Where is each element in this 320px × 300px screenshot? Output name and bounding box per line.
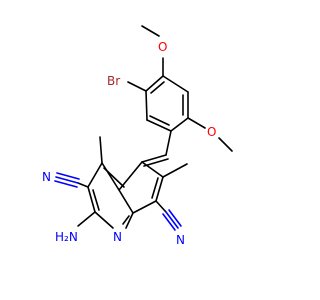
bond [218,137,233,152]
aryl-substituents [127,25,233,152]
bond [141,25,160,37]
bond [92,189,100,211]
atom-label-amino: H₂N [55,230,78,244]
atom-label-oxygen-right: O [207,125,216,139]
bond [155,176,164,202]
molecule-structure: Br O O N N N H₂N [42,25,233,247]
atom-label-bromine: Br [107,74,120,88]
bond [170,117,189,132]
bond [118,189,134,214]
ring-substituents [77,136,188,227]
bond [125,212,134,229]
bond [145,90,148,121]
bond [143,158,169,167]
bond [127,81,147,92]
aryl-ring [145,75,189,132]
vinyl-linker [141,130,172,167]
nitrile-right [155,200,182,231]
bond [122,215,130,225]
bond [187,117,206,129]
triple-bond [56,172,80,180]
bond [87,162,103,188]
triple-bond [54,180,78,188]
bond [165,130,172,156]
triple-bond [168,209,182,227]
atom-label-nitrile-n-right: N [176,233,185,247]
cyclopentene-ring [118,161,164,214]
bond [99,136,103,164]
bond [141,161,164,178]
bond [141,154,167,163]
bond [77,182,89,188]
bond [87,186,96,213]
molecule-canvas: Br O O N N N H₂N [42,25,233,247]
bond [162,163,188,178]
bond [155,200,167,213]
bond [150,81,165,94]
atom-label-pyridine-n: N [113,230,122,244]
bond [162,75,189,93]
atom-label-nitrile-n-left: N [42,170,51,184]
bond [103,167,125,188]
triple-bond [162,213,176,231]
bond [77,211,96,227]
bond [145,75,164,92]
bond [151,177,159,199]
bond [101,162,120,191]
pyridine-ring [87,162,134,229]
atom-label-oxygen-top: O [158,40,167,54]
nitrile-left [54,172,89,188]
bond [94,211,114,229]
triple-bond [55,176,79,184]
triple-bond [165,211,179,229]
bond [132,200,157,214]
bond [149,115,170,126]
bond [146,119,172,132]
